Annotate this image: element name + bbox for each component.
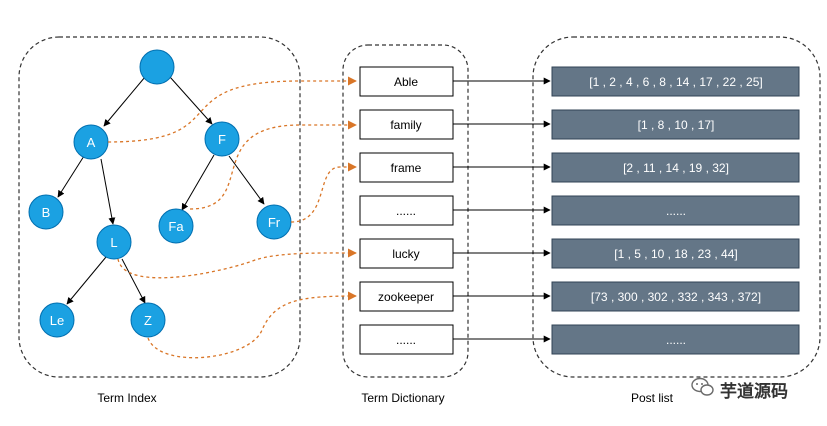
tree-node-le-label: Le (50, 313, 64, 328)
term-label: ...... (396, 204, 416, 218)
term-label: ...... (396, 333, 416, 347)
posting-box-family: [1 , 8 , 10 , 17] (551, 109, 800, 140)
link-a-able (107, 76, 357, 143)
term-box-zookeeper: zookeeper (359, 281, 454, 312)
posting-box-frame: [2 , 11 , 14 , 19 , 32] (551, 152, 800, 183)
posting-label: [1 , 5 , 10 , 18 , 23 , 44] (614, 247, 737, 261)
link-z-zookeeper (147, 291, 357, 359)
posting-label: ...... (666, 204, 686, 218)
posting-label: ...... (666, 333, 686, 347)
dictionary-terms: Able family frame ...... lucky zookeeper… (359, 66, 454, 355)
edge-f-fr (228, 155, 265, 205)
post-list-panel (532, 36, 821, 378)
link-fr-frame (290, 162, 357, 223)
tree-node-l-label: L (110, 235, 117, 250)
brand-watermark-text: 芋道源码 (720, 381, 788, 401)
term-label: frame (391, 161, 422, 175)
tree-node-a: A (73, 124, 109, 160)
brand-watermark: 芋道源码 (691, 377, 788, 401)
link-l-lucky (117, 248, 357, 279)
index-to-dictionary-links (107, 76, 357, 359)
tree-node-a-label: A (87, 135, 96, 150)
term-index-panel (18, 36, 301, 378)
posting-box-ellipsis-1: ...... (551, 195, 800, 226)
term-dictionary-caption: Term Dictionary (361, 391, 444, 405)
tree-node-fr: Fr (256, 204, 292, 240)
tree-node-le: Le (39, 302, 75, 338)
term-box-family: family (359, 109, 454, 140)
posting-box-able: [1 , 2 , 4 , 6 , 8 , 14 , 17 , 22 , 25] (551, 66, 800, 97)
tree-node-f-label: F (218, 132, 226, 147)
edge-root-a (103, 76, 146, 127)
link-f-family (189, 120, 357, 210)
posting-label: [2 , 11 , 14 , 19 , 32] (623, 161, 729, 175)
edge-f-fa (181, 154, 215, 211)
tree-node-root (139, 49, 175, 85)
tree-nodes: A F B L Fa Fr Le Z (28, 49, 292, 338)
tree-node-z: Z (130, 302, 166, 338)
tree-node-b: B (28, 194, 64, 230)
wechat-icon (691, 377, 714, 396)
tree-node-f: F (204, 121, 240, 157)
tree-edges (57, 76, 265, 305)
edge-a-l (100, 158, 116, 225)
edge-a-b (57, 155, 85, 198)
edge-l-z (121, 258, 146, 304)
edge-l-le (66, 256, 107, 305)
tree-node-fa: Fa (158, 208, 194, 244)
posting-box-lucky: [1 , 5 , 10 , 18 , 23 , 44] (551, 238, 800, 269)
term-box-lucky: lucky (359, 238, 454, 269)
term-box-frame: frame (359, 152, 454, 183)
dictionary-to-posting-arrows (453, 77, 551, 343)
posting-box-zookeeper: [73 , 300 , 302 , 332 , 343 , 372] (551, 281, 800, 312)
posting-box-ellipsis-2: ...... (551, 324, 800, 355)
posting-lists: [1 , 2 , 4 , 6 , 8 , 14 , 17 , 22 , 25] … (551, 66, 800, 355)
term-box-ellipsis-1: ...... (359, 195, 454, 226)
tree-node-fa-label: Fa (168, 219, 184, 234)
tree-node-b-label: B (42, 205, 51, 220)
post-list-caption: Post list (631, 391, 674, 405)
term-label: family (390, 118, 421, 132)
term-dictionary-panel (342, 44, 469, 378)
posting-label: [73 , 300 , 302 , 332 , 343 , 372] (591, 290, 761, 304)
tree-node-l: L (96, 224, 132, 260)
term-box-able: Able (359, 66, 454, 97)
tree-node-fr-label: Fr (268, 215, 281, 230)
edge-root-f (169, 76, 213, 125)
term-label: lucky (392, 247, 419, 261)
term-label: zookeeper (378, 290, 434, 304)
term-label: Able (394, 75, 418, 89)
term-box-ellipsis-2: ...... (359, 324, 454, 355)
posting-label: [1 , 2 , 4 , 6 , 8 , 14 , 17 , 22 , 25] (589, 75, 762, 89)
tree-node-z-label: Z (144, 313, 152, 328)
term-index-caption: Term Index (97, 391, 156, 405)
posting-label: [1 , 8 , 10 , 17] (638, 118, 715, 132)
